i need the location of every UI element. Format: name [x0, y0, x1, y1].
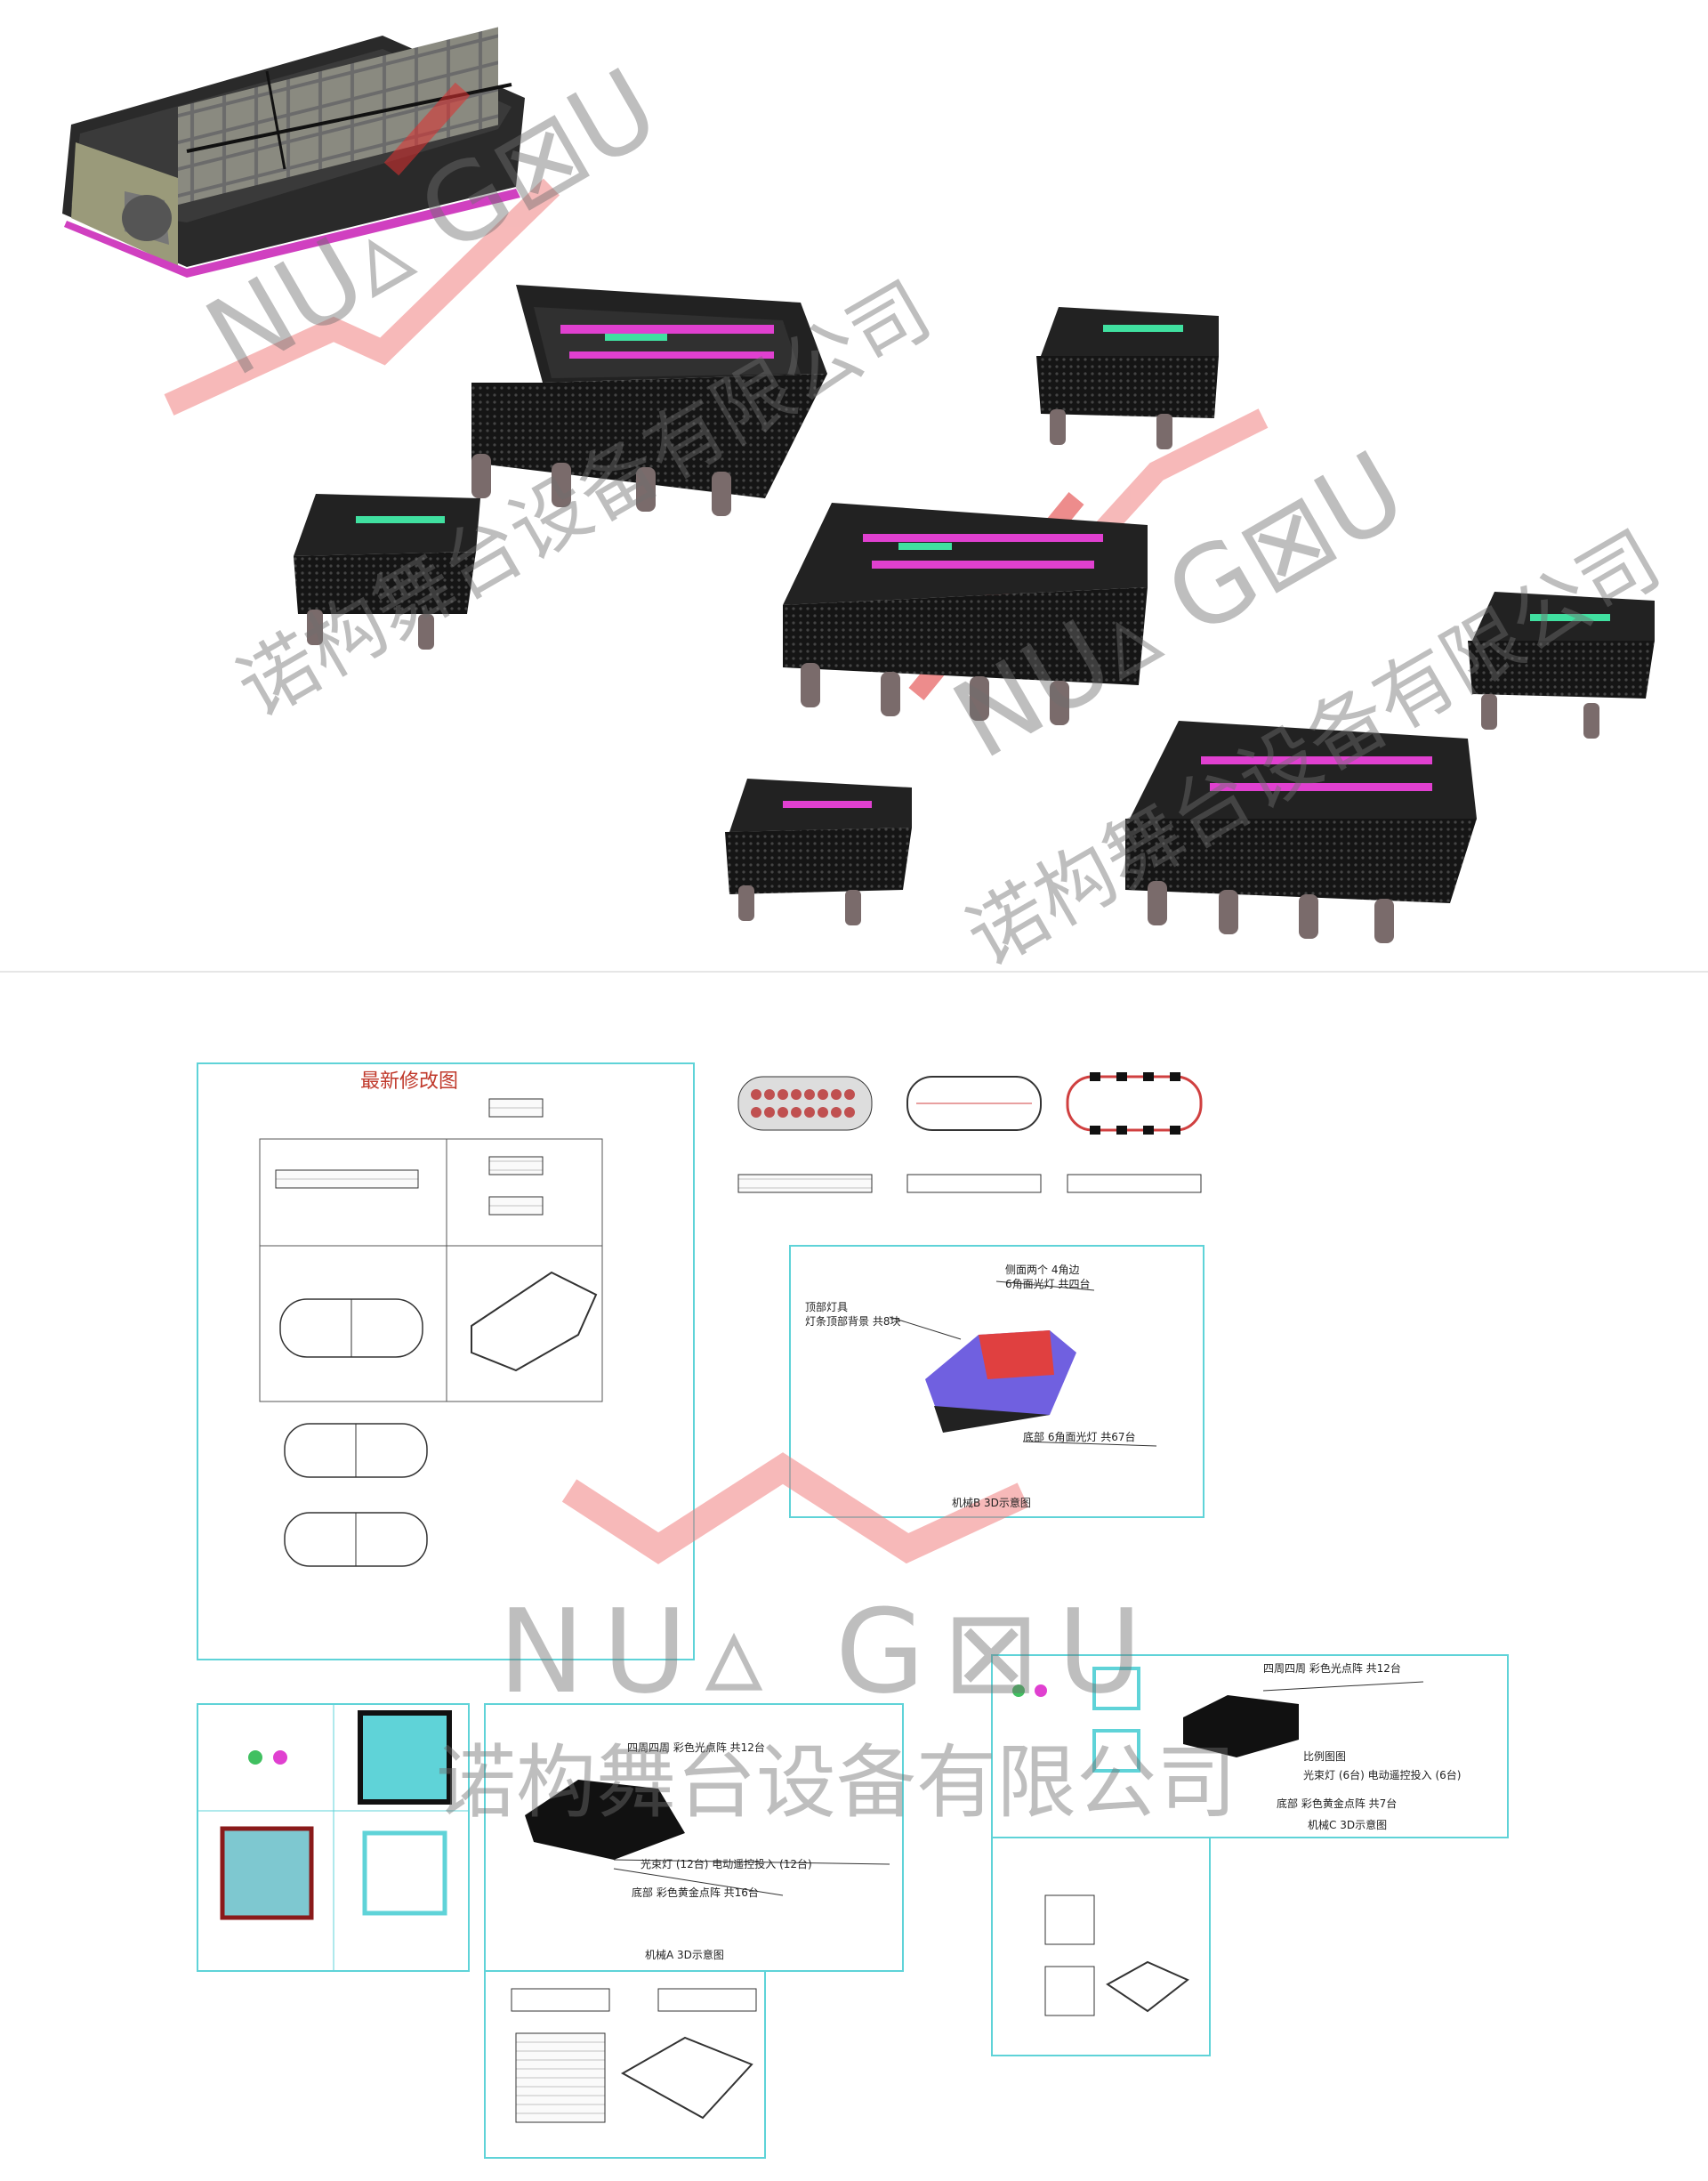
cad-sheet-topviews [737, 1072, 1203, 1193]
machine-c-label-3: 光束灯 (6台) 电动遥控投入 (6台) [1303, 1769, 1462, 1781]
machine-b-label-left: 顶部灯具 [805, 1301, 849, 1313]
machine-b-label-top2: 6角面光灯 共四台 [1005, 1278, 1091, 1290]
cad-sheet-small-grid [197, 1703, 470, 1972]
machine-b-label-left2: 灯条顶部背景 共8块 [805, 1315, 901, 1328]
cad-sheet-detail-a [484, 1970, 766, 2159]
cad-sheet-machine-b [789, 1245, 1204, 1518]
machine-b-label-bottom: 底部 6角面光灯 共67台 [1023, 1431, 1136, 1443]
watermark-brand-3: NU▵ G⊠U [498, 1584, 1160, 1719]
stage-platform-small-4 [725, 779, 912, 925]
watermark-chevron-top [164, 82, 560, 416]
cad-sheet-detail-c [991, 1837, 1211, 2056]
stage-platform-small-3 [1468, 592, 1655, 739]
machine-a-label-2: 底部 彩色黄金点阵 共16台 [632, 1886, 759, 1899]
stage-platform-a2 [783, 503, 1148, 725]
machine-b-label-top: 侧面两个 4角边 [1005, 1264, 1080, 1276]
machine-b-caption: 机械B 3D示意图 [952, 1497, 1031, 1509]
cad-sheet-main [197, 1062, 695, 1660]
watermark-chevron-middle [561, 1452, 1029, 1564]
long-booth-render [62, 27, 525, 278]
machine-a-label-1: 四周四周 彩色光点阵 共12台 [627, 1741, 765, 1754]
cad-sheet-machine-c [991, 1654, 1509, 1838]
machine-a-label-3: 光束灯 (12台) 电动遥控投入 (12台) [640, 1858, 812, 1870]
stage-platform-small-1 [294, 494, 480, 650]
machine-c-label-2: 比例图图 [1303, 1750, 1347, 1763]
stage-platform-a1 [471, 285, 827, 516]
stage-platform-small-2 [1036, 307, 1219, 449]
main-sheet-title: 最新修改图 [360, 1070, 459, 1093]
machine-a-caption: 机械A 3D示意图 [645, 1949, 724, 1961]
machine-c-label-4: 底部 彩色黄金点阵 共7台 [1277, 1797, 1398, 1810]
machine-c-label-1: 四周四周 彩色光点阵 共12台 [1263, 1662, 1401, 1675]
stage-platform-a3 [1125, 721, 1477, 943]
watermark-company-3: 诺构舞台设备有限公司 [436, 1736, 1237, 1830]
cad-sheet-machine-a [484, 1703, 904, 1972]
machine-c-caption: 机械C 3D示意图 [1308, 1819, 1388, 1831]
